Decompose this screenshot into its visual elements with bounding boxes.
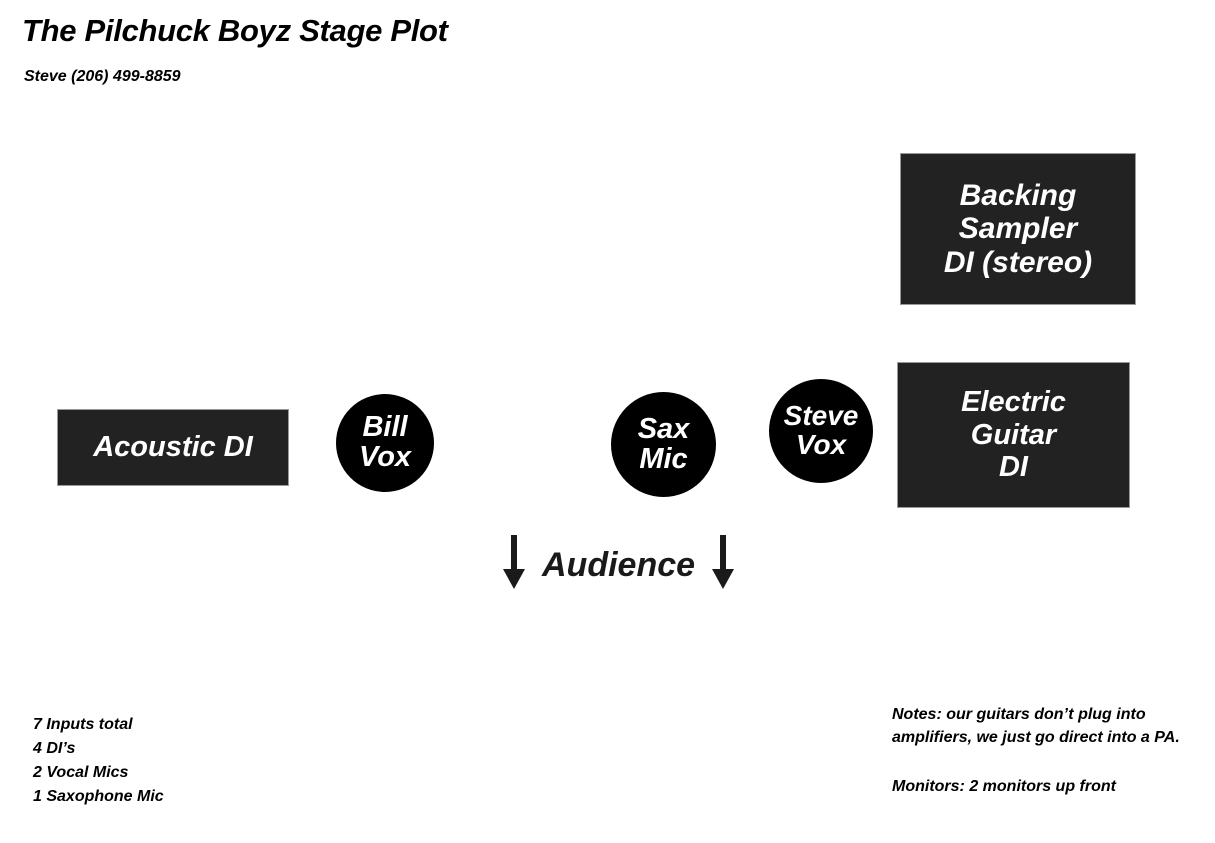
bill-vox-line-1: Bill — [362, 411, 408, 444]
audience-label: Audience — [542, 546, 696, 584]
bill-vox-line-2: Vox — [358, 441, 412, 473]
electric-guitar-line-3: DI — [998, 451, 1028, 484]
stage-item-electric-guitar: Electric Guitar DI — [897, 362, 1130, 508]
sax-mic-line-2: Mic — [639, 442, 688, 475]
monitors-text: Monitors: 2 monitors up front — [892, 778, 1116, 796]
backing-sampler-line-3: DI (stereo) — [943, 245, 1093, 279]
stage-item-acoustic-di: Acoustic DI — [57, 409, 289, 486]
input-list-line-4: 1 Saxophone Mic — [33, 788, 164, 805]
audience-direction-group: Audience — [500, 535, 737, 596]
electric-guitar-line-2: Guitar — [970, 418, 1057, 451]
steve-vox-line-1: Steve — [783, 400, 859, 432]
stage-item-backing-sampler: Backing Sampler DI (stereo) — [900, 153, 1136, 305]
stage-item-bill-vox: Bill Vox — [336, 394, 434, 492]
input-list: 7 Inputs total 4 DI’s 2 Vocal Mics 1 Sax… — [33, 713, 164, 809]
notes-block: Notes: our guitars don’t plug into ampli… — [892, 703, 1194, 799]
input-list-line-2: 4 DI’s — [33, 740, 76, 757]
contact-info: Steve (206) 499-8859 — [24, 68, 181, 85]
input-list-line-1: 7 Inputs total — [33, 716, 133, 733]
steve-vox-line-2: Vox — [795, 429, 847, 460]
arrow-down-icon-right — [709, 535, 737, 596]
page-title: The Pilchuck Boyz Stage Plot — [22, 13, 448, 48]
stage-item-sax-mic: Sax Mic — [611, 392, 716, 497]
backing-sampler-line-2: Sampler — [958, 212, 1078, 246]
electric-guitar-line-1: Electric — [961, 386, 1066, 419]
input-list-line-3: 2 Vocal Mics — [33, 764, 129, 781]
sax-mic-line-1: Sax — [637, 412, 690, 445]
notes-text: Notes: our guitars don’t plug into ampli… — [892, 706, 1180, 747]
backing-sampler-line-1: Backing — [959, 178, 1077, 212]
arrow-down-icon-left — [500, 535, 528, 596]
acoustic-di-line-1: Acoustic DI — [93, 431, 253, 464]
stage-item-steve-vox: Steve Vox — [769, 379, 873, 483]
